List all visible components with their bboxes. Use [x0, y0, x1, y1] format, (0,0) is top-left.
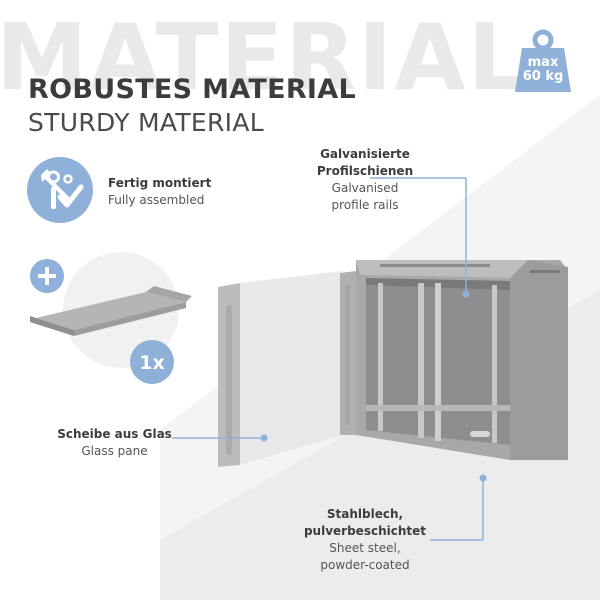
wall-cabinet-image	[218, 260, 568, 467]
count-badge: 1x	[130, 340, 174, 384]
page-subtitle: STURDY MATERIAL	[28, 108, 264, 137]
callout-steel: Stahlblech, pulverbeschichtet Sheet stee…	[300, 506, 430, 574]
callout-glass: Scheibe aus Glas Glass pane	[52, 426, 177, 460]
weight-label-max: max	[527, 55, 559, 70]
callout-rails: Galvanisierte Profilschienen Galvanised …	[300, 146, 430, 214]
steel-label-en-2: powder-coated	[320, 558, 410, 572]
weight-icon	[515, 29, 571, 92]
watermark-text: MATERIAL	[0, 4, 529, 111]
feature-title: Fertig montiert	[108, 176, 212, 190]
glass-label-de: Scheibe aus Glas	[57, 427, 172, 441]
feature-subtitle: Fully assembled	[108, 193, 205, 207]
steel-label-de-2: pulverbeschichtet	[303, 524, 427, 538]
weight-label-value: 60 kg	[522, 69, 564, 84]
rails-label-en-2: profile rails	[331, 198, 399, 212]
rails-label-de-1: Galvanisierte	[320, 147, 410, 161]
shelf-accessory: 1x	[26, 250, 206, 390]
page-title: ROBUSTES MATERIAL	[28, 74, 356, 105]
rails-label-en-1: Galvanised	[331, 181, 399, 195]
rails-label-de-2: Profilschienen	[316, 164, 414, 178]
tools-check-icon	[27, 157, 93, 223]
plus-icon	[30, 259, 64, 293]
steel-label-de-1: Stahlblech,	[326, 507, 404, 521]
max-weight-badge: max 60 kg	[514, 28, 572, 94]
shelf-image	[30, 252, 192, 368]
count-label: 1x	[139, 352, 164, 374]
glass-label-en: Glass pane	[81, 444, 148, 458]
steel-label-en-1: Sheet steel,	[329, 541, 401, 555]
